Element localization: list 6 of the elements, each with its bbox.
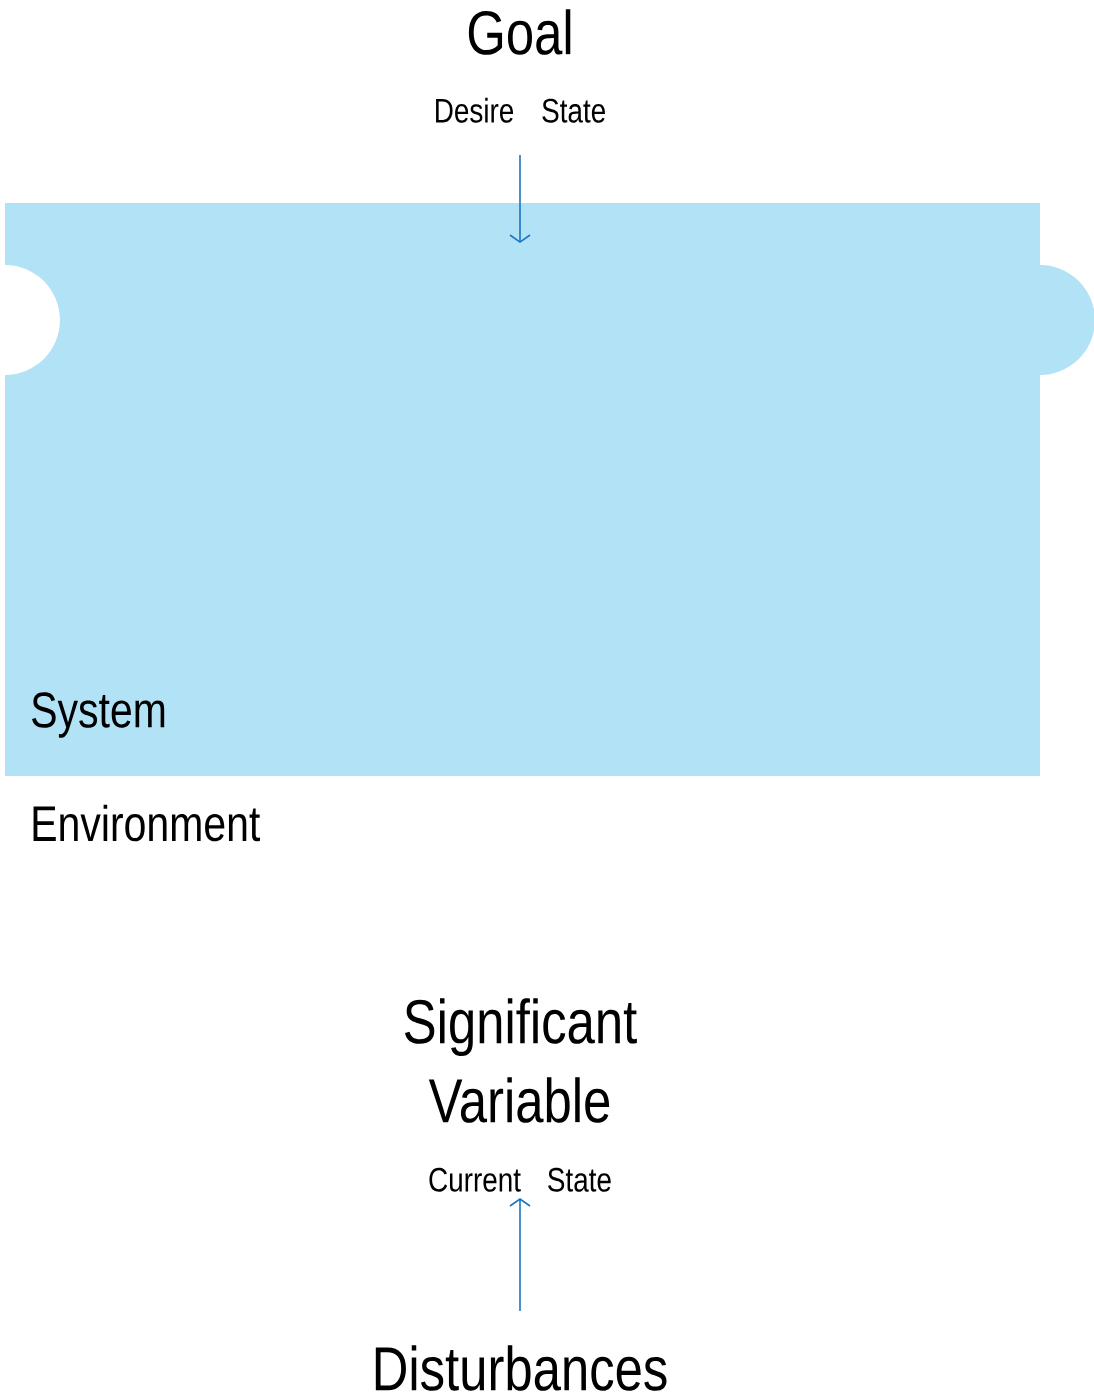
arrow [509, 1198, 531, 1312]
text-label: Goal Desire State [436, 9, 605, 123]
arrow [509, 154, 531, 243]
text-label: Significant Variable Current State [405, 998, 637, 1192]
text-label: Disturbances [375, 1345, 667, 1391]
system-box: System [5, 203, 1094, 776]
